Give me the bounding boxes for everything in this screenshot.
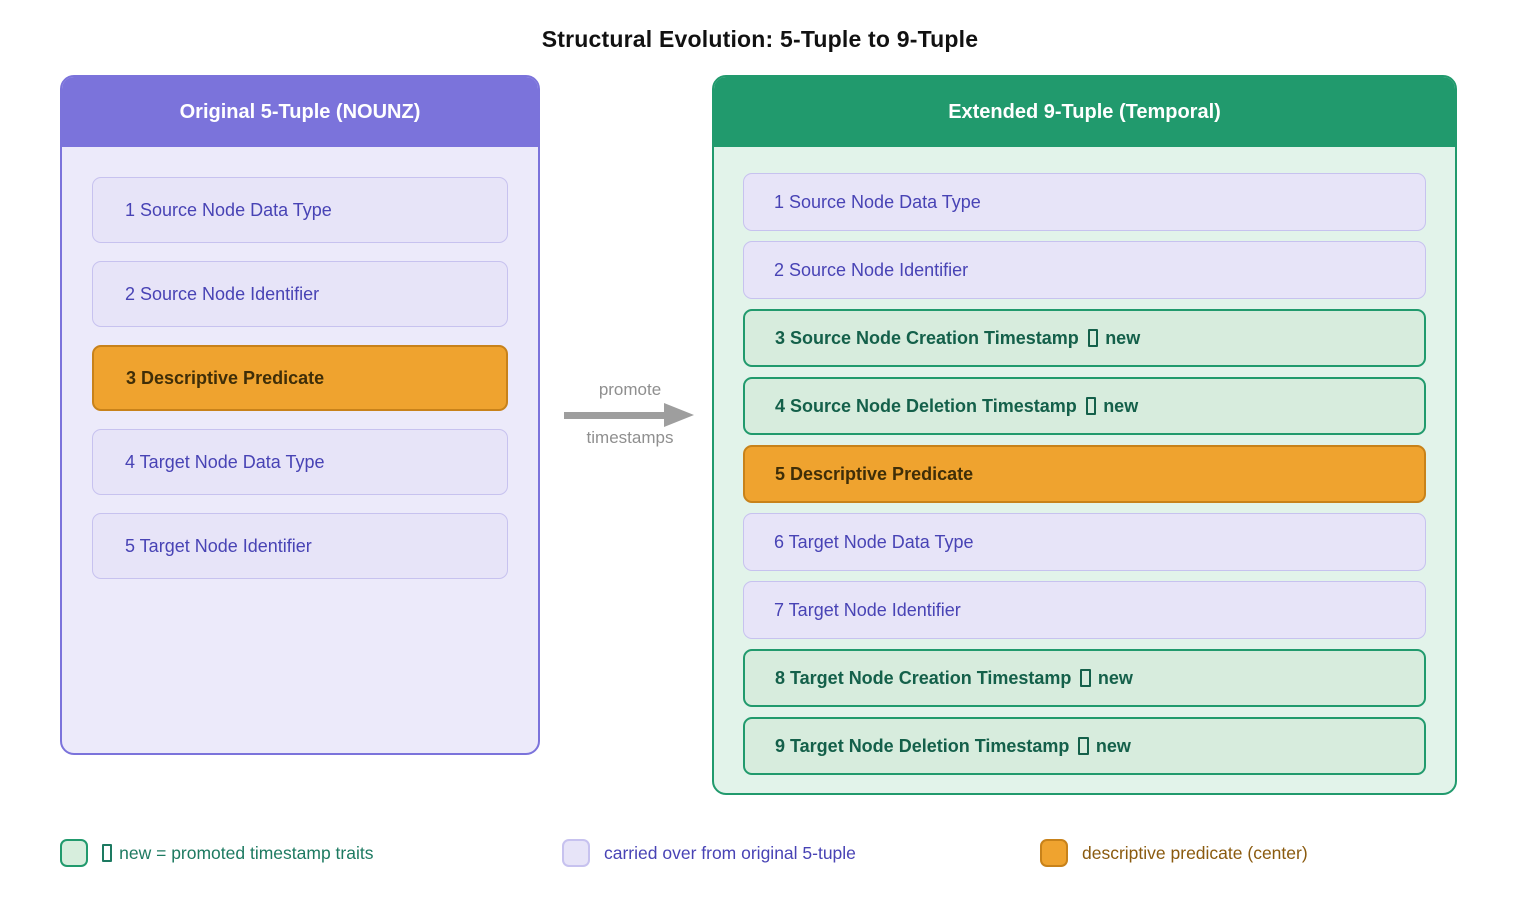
tuple-row-new: 9 Target Node Deletion Timestamp new [743, 717, 1426, 775]
promote-arrow: promote timestamps [558, 372, 702, 462]
tuple-row-new: 8 Target Node Creation Timestamp new [743, 649, 1426, 707]
new-badge: new [1103, 395, 1139, 416]
right-panel-header: Extended 9-Tuple (Temporal) [714, 77, 1455, 147]
legend-label: carried over from original 5-tuple [604, 842, 856, 863]
tuple-row-predicate: 3 Descriptive Predicate [92, 345, 508, 411]
row-label: 4 Target Node Data Type [125, 451, 325, 472]
tuple-row: 2 Source Node Identifier [743, 241, 1426, 299]
row-label: 7 Target Node Identifier [774, 599, 961, 620]
legend-label: descriptive predicate (center) [1082, 842, 1308, 863]
legend-swatch-carried [562, 839, 590, 867]
row-label: 1 Source Node Data Type [774, 191, 981, 212]
row-label: 9 Target Node Deletion Timestamp [775, 735, 1070, 756]
row-label: 2 Source Node Identifier [774, 259, 969, 280]
row-label: 5 Descriptive Predicate [775, 463, 974, 484]
row-label: 8 Target Node Creation Timestamp [775, 667, 1072, 688]
missing-glyph-icon [1078, 737, 1089, 755]
row-label: 3 Source Node Creation Timestamp [775, 327, 1079, 348]
tuple-row: 5 Target Node Identifier [92, 513, 508, 579]
tuple-row: 6 Target Node Data Type [743, 513, 1426, 571]
legend-item-predicate: descriptive predicate (center) [1040, 839, 1308, 867]
row-label: 3 Descriptive Predicate [126, 367, 325, 388]
right-panel-body: 1 Source Node Data Type 2 Source Node Id… [714, 147, 1455, 775]
tuple-row: 7 Target Node Identifier [743, 581, 1426, 639]
legend-swatch-predicate [1040, 839, 1068, 867]
missing-glyph-icon [1085, 397, 1097, 415]
arrow-label-bottom: timestamps [586, 428, 674, 447]
left-panel-header: Original 5-Tuple (NOUNZ) [62, 77, 538, 147]
arrow-shaft [564, 412, 666, 419]
tuple-row-new: 3 Source Node Creation Timestamp new [743, 309, 1426, 367]
new-badge: new [1095, 735, 1131, 756]
extended-9-tuple-panel: Extended 9-Tuple (Temporal) 1 Source Nod… [712, 75, 1457, 795]
new-badge: new [1097, 667, 1133, 688]
legend-item-new: new = promoted timestamp traits [60, 839, 373, 867]
left-panel-body: 1 Source Node Data Type 2 Source Node Id… [62, 147, 538, 579]
tuple-row: 1 Source Node Data Type [743, 173, 1426, 231]
row-label: 5 Target Node Identifier [125, 535, 312, 556]
row-label: 4 Source Node Deletion Timestamp [775, 395, 1077, 416]
tuple-row-predicate: 5 Descriptive Predicate [743, 445, 1426, 503]
row-label: 6 Target Node Data Type [774, 531, 974, 552]
original-5-tuple-panel: Original 5-Tuple (NOUNZ) 1 Source Node D… [60, 75, 540, 755]
tuple-row: 4 Target Node Data Type [92, 429, 508, 495]
row-label: 2 Source Node Identifier [125, 283, 320, 304]
missing-glyph-icon [1087, 329, 1099, 347]
missing-glyph-icon [102, 844, 113, 862]
legend-label: new = promoted timestamp traits [119, 842, 374, 863]
legend-item-carried: carried over from original 5-tuple [562, 839, 856, 867]
new-badge: new [1105, 327, 1141, 348]
legend-swatch-new [60, 839, 88, 867]
missing-glyph-icon [1080, 669, 1091, 687]
arrow-label-top: promote [598, 380, 662, 399]
row-label: 1 Source Node Data Type [125, 199, 332, 220]
tuple-row: 1 Source Node Data Type [92, 177, 508, 243]
tuple-row-new: 4 Source Node Deletion Timestamp new [743, 377, 1426, 435]
tuple-row: 2 Source Node Identifier [92, 261, 508, 327]
page-title: Structural Evolution: 5-Tuple to 9-Tuple [541, 26, 979, 52]
arrow-head-icon [664, 403, 694, 427]
